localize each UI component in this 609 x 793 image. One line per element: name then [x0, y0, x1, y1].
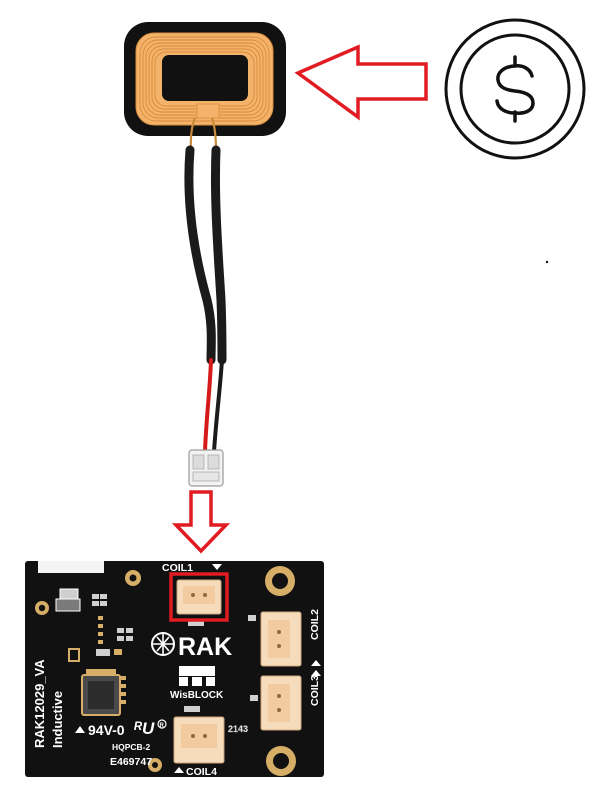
red-arrow-left-icon [294, 44, 428, 121]
jst-plug [188, 449, 224, 487]
red-arrow-down-icon [171, 490, 231, 554]
manufacturer-label: HQPCB-2 [112, 742, 151, 752]
svg-text:R: R [160, 723, 165, 729]
cert-number-label: E469747 [110, 756, 152, 768]
ul-mark-icon: ᴿU R [133, 719, 167, 738]
wisblock-icon [179, 666, 215, 686]
wisblock-label: WisBLOCK [170, 690, 224, 701]
dollar-coin-icon [444, 18, 586, 160]
connector-coil2 [260, 611, 302, 667]
main-ic [81, 674, 121, 716]
coil2-marker [311, 660, 321, 666]
stray-dot [545, 260, 549, 264]
inductive-coil [124, 22, 286, 151]
rating-label: 94V-0 [88, 722, 125, 738]
connector-coil4 [173, 716, 225, 764]
brand-label: RAK [178, 633, 232, 661]
pcb-board: ᴿU R COIL1 COIL2 COIL3 COIL4 RAK WisBLOC… [25, 561, 324, 778]
serial-mark: 2143 [228, 724, 248, 734]
coil3-label: COIL3 [309, 675, 321, 706]
model-label: RAK12029_VA [32, 659, 47, 748]
connector-coil3 [260, 675, 302, 731]
rak-logo-icon [151, 632, 175, 656]
coil4-marker [174, 767, 184, 773]
coil3-marker [311, 670, 321, 676]
coil1-marker [212, 564, 222, 570]
coil-wires [184, 145, 227, 454]
coil2-label: COIL2 [309, 609, 321, 640]
svg-text:ᴿU: ᴿU [133, 719, 155, 738]
rating-marker [75, 726, 85, 733]
type-label: Inductive [50, 691, 65, 748]
connector-coil1 [169, 572, 229, 622]
coil1-label: COIL1 [162, 562, 193, 574]
mounting-holes [35, 566, 296, 776]
coil4-label: COIL4 [186, 766, 217, 778]
